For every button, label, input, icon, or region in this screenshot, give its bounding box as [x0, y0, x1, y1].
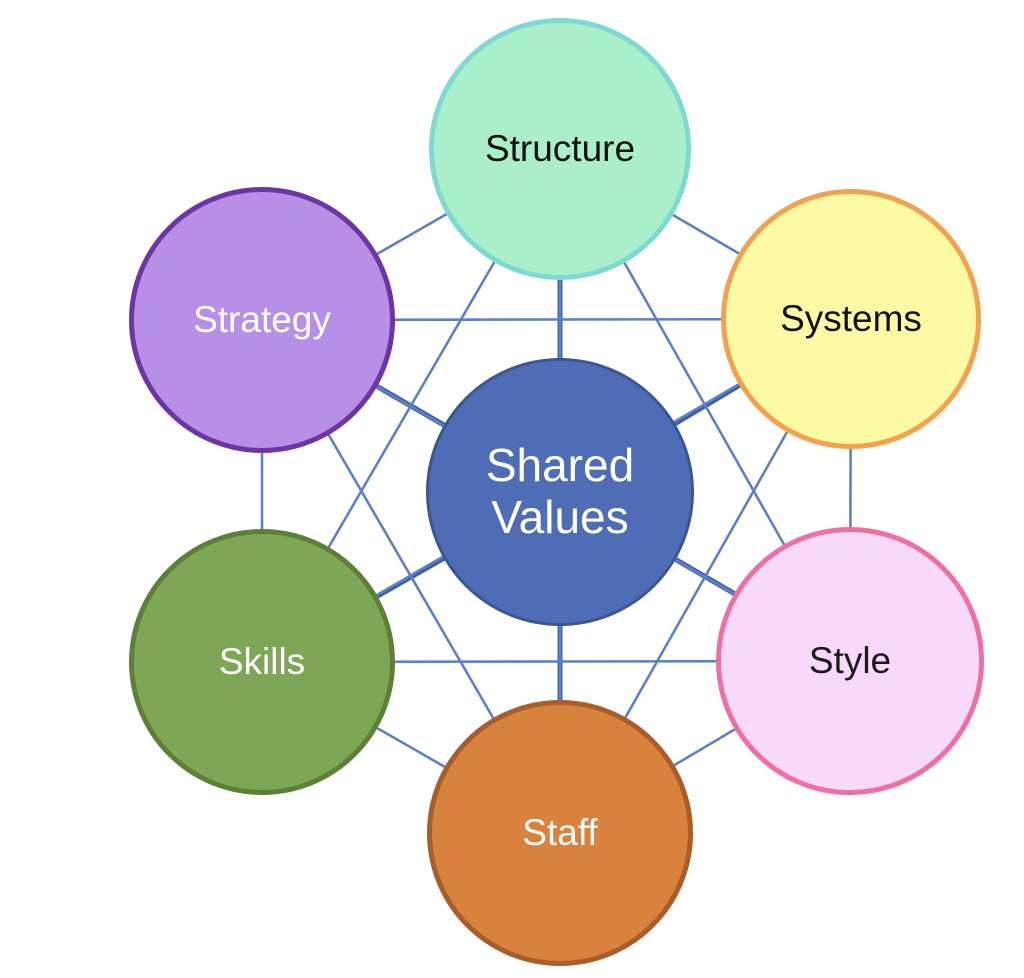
node-skills-label: Skills — [218, 641, 306, 683]
node-structure-label: Structure — [484, 128, 636, 170]
node-skills: Skills — [129, 529, 395, 795]
node-shared-values: Shared Values — [426, 358, 694, 626]
node-strategy: Strategy — [129, 187, 395, 453]
node-shared-values-label: Shared Values — [485, 439, 635, 543]
node-systems: Systems — [721, 189, 981, 449]
node-staff: Staff — [427, 700, 693, 966]
node-systems-label: Systems — [780, 298, 922, 340]
node-style-label: Style — [808, 640, 892, 682]
node-style: Style — [716, 527, 984, 795]
node-strategy-label: Strategy — [193, 299, 331, 341]
node-structure: Structure — [429, 18, 691, 280]
node-staff-label: Staff — [522, 812, 598, 854]
